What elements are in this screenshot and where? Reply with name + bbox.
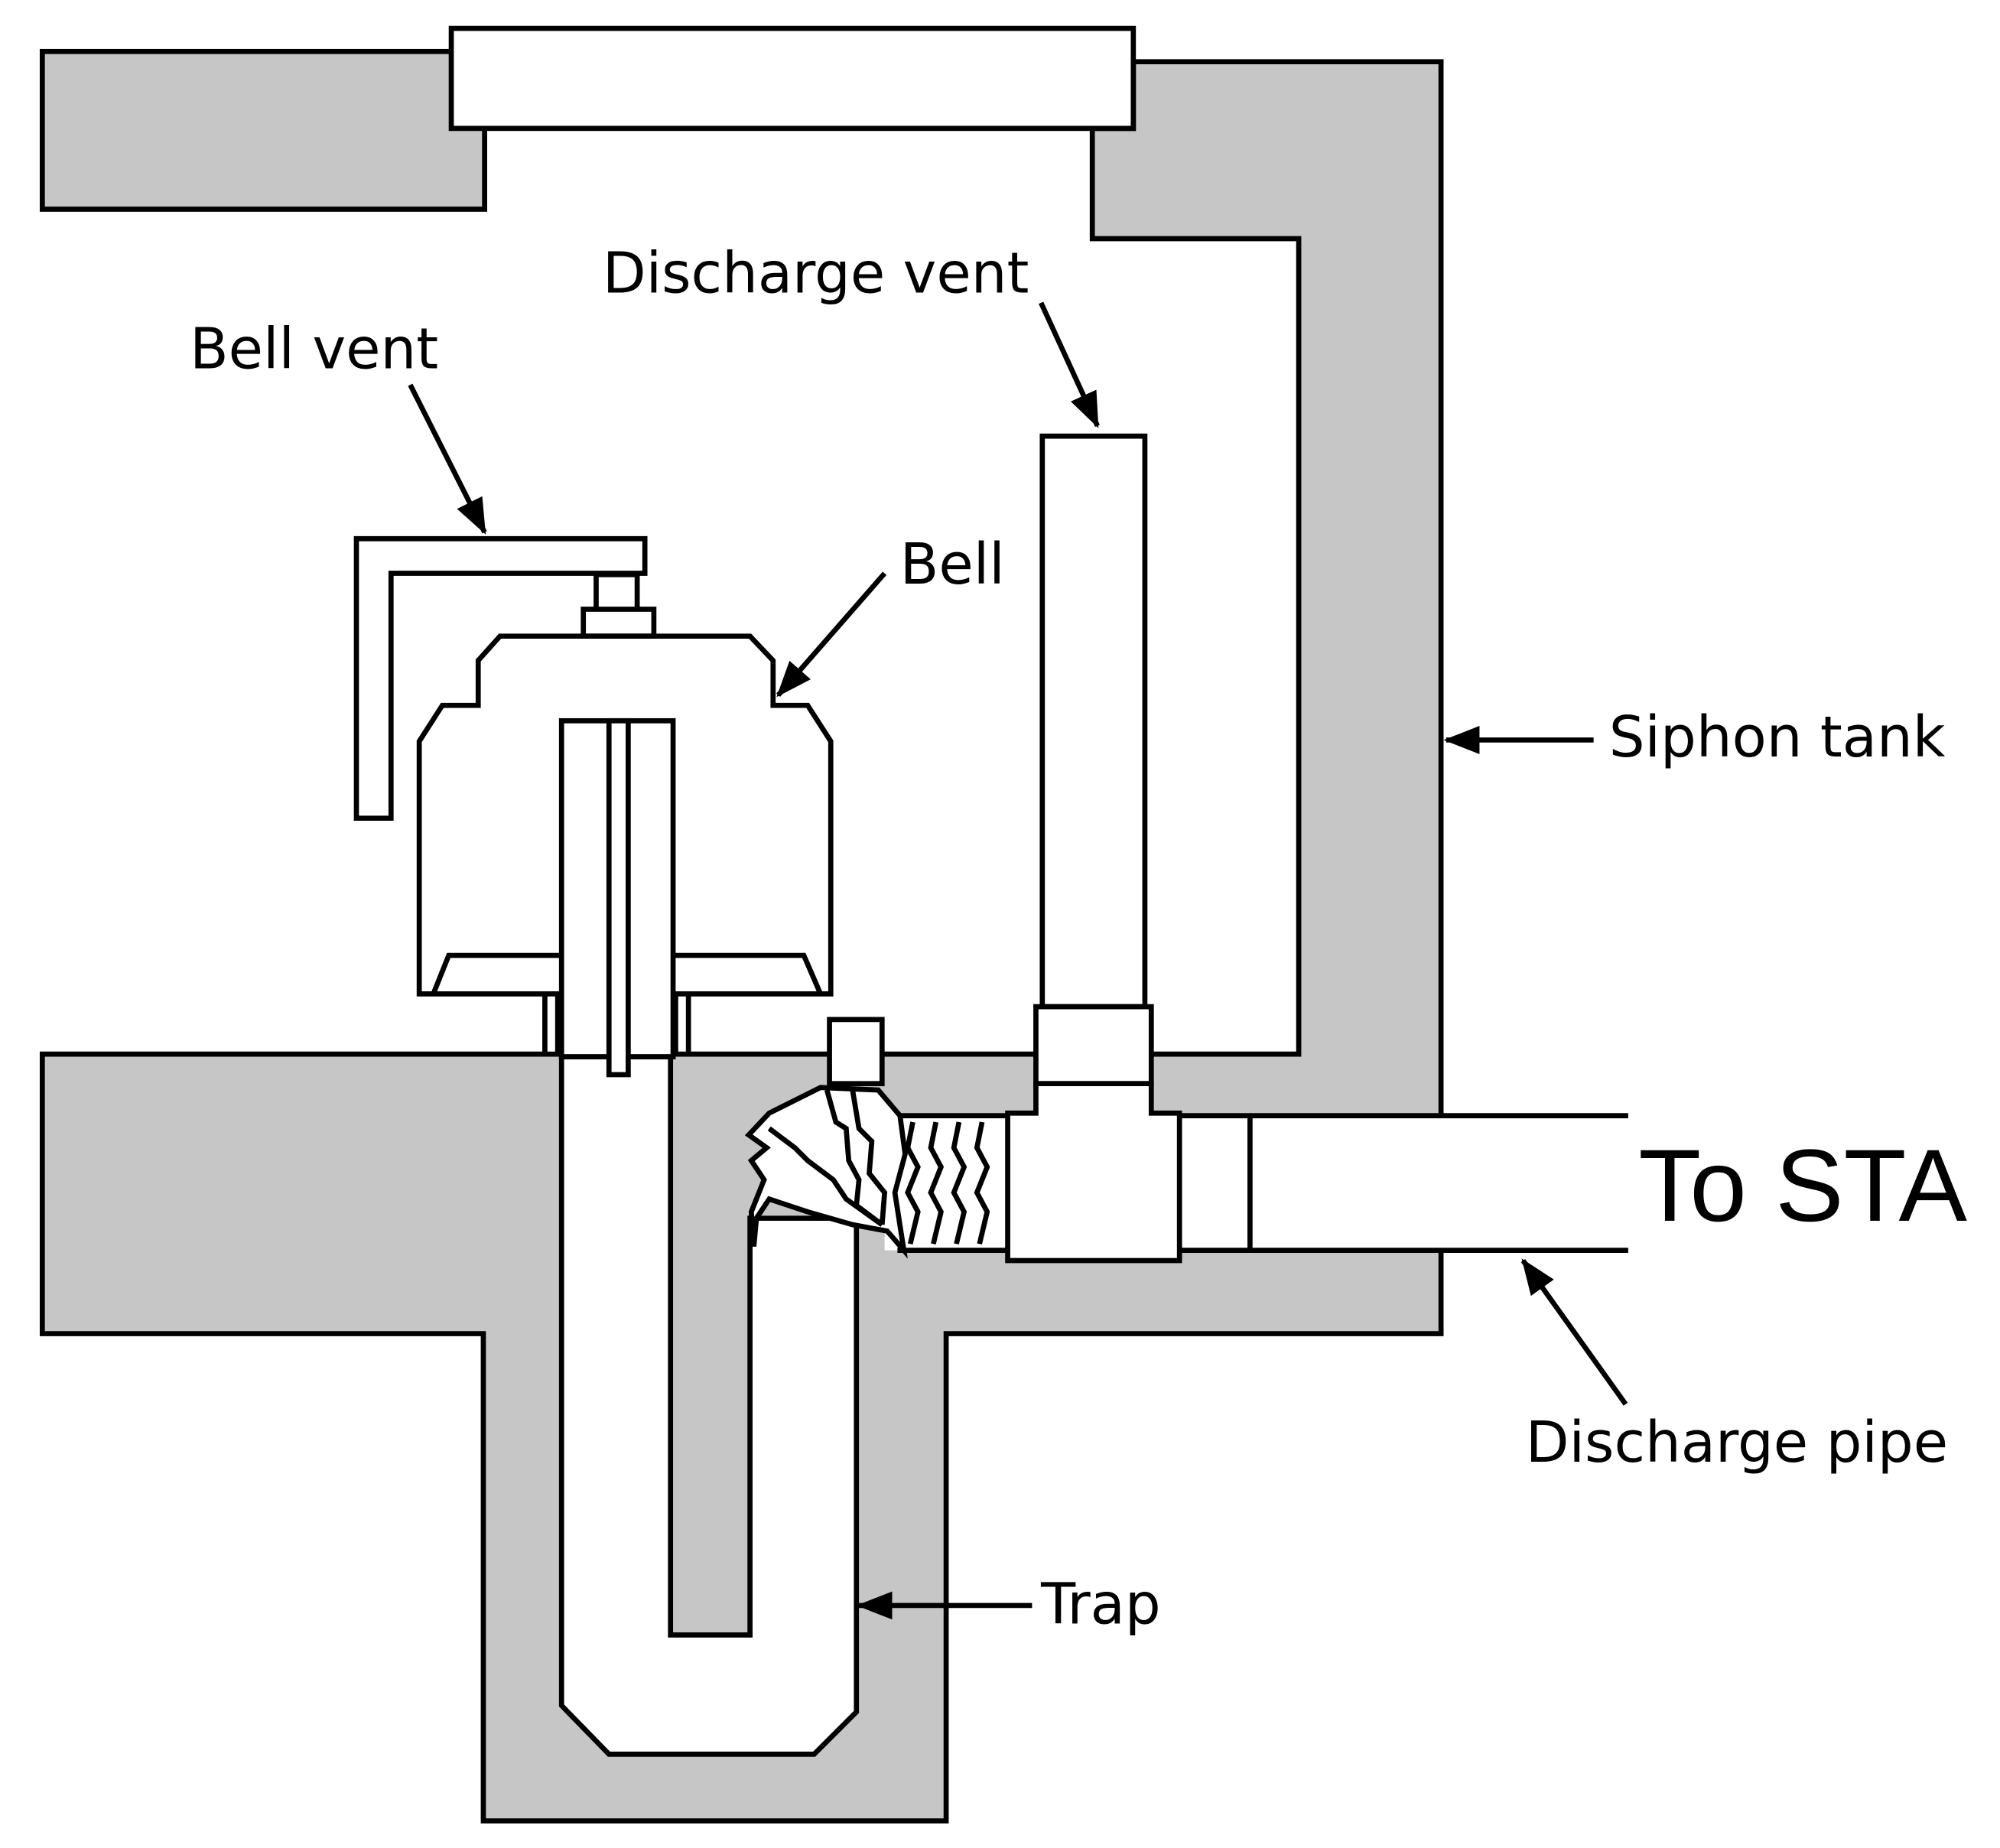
arrow-bell-vent (408, 383, 487, 535)
arrow-discharge-pipe (1520, 1258, 1628, 1406)
bell-vent (353, 535, 648, 822)
bell-leg-left (542, 991, 561, 1057)
siphon-tank-wall (39, 59, 1444, 1824)
arrow-discharge-vent (1039, 301, 1100, 428)
label-trap: Trap (1040, 1572, 1161, 1637)
label-to-sta: To STA (1638, 1129, 1967, 1243)
vent-coupling (1033, 1004, 1154, 1087)
label-bell: Bell (900, 532, 1005, 597)
top-left-slab (39, 48, 487, 212)
bell-leg-right (673, 991, 691, 1057)
tank-lid (448, 25, 1137, 132)
bell-collar (580, 607, 657, 639)
tee-fitting (1005, 1081, 1182, 1264)
discharge-vent (1039, 433, 1148, 1010)
cutaway-stub (827, 1017, 885, 1087)
label-bell-vent: Bell vent (190, 317, 438, 382)
bell-stem (593, 571, 640, 613)
label-siphon-tank: Siphon tank (1609, 705, 1946, 770)
label-discharge-vent: Discharge vent (603, 241, 1029, 306)
bell-rod (606, 717, 631, 1078)
arrow-bell (776, 571, 887, 698)
label-discharge-pipe: Discharge pipe (1526, 1410, 1948, 1475)
